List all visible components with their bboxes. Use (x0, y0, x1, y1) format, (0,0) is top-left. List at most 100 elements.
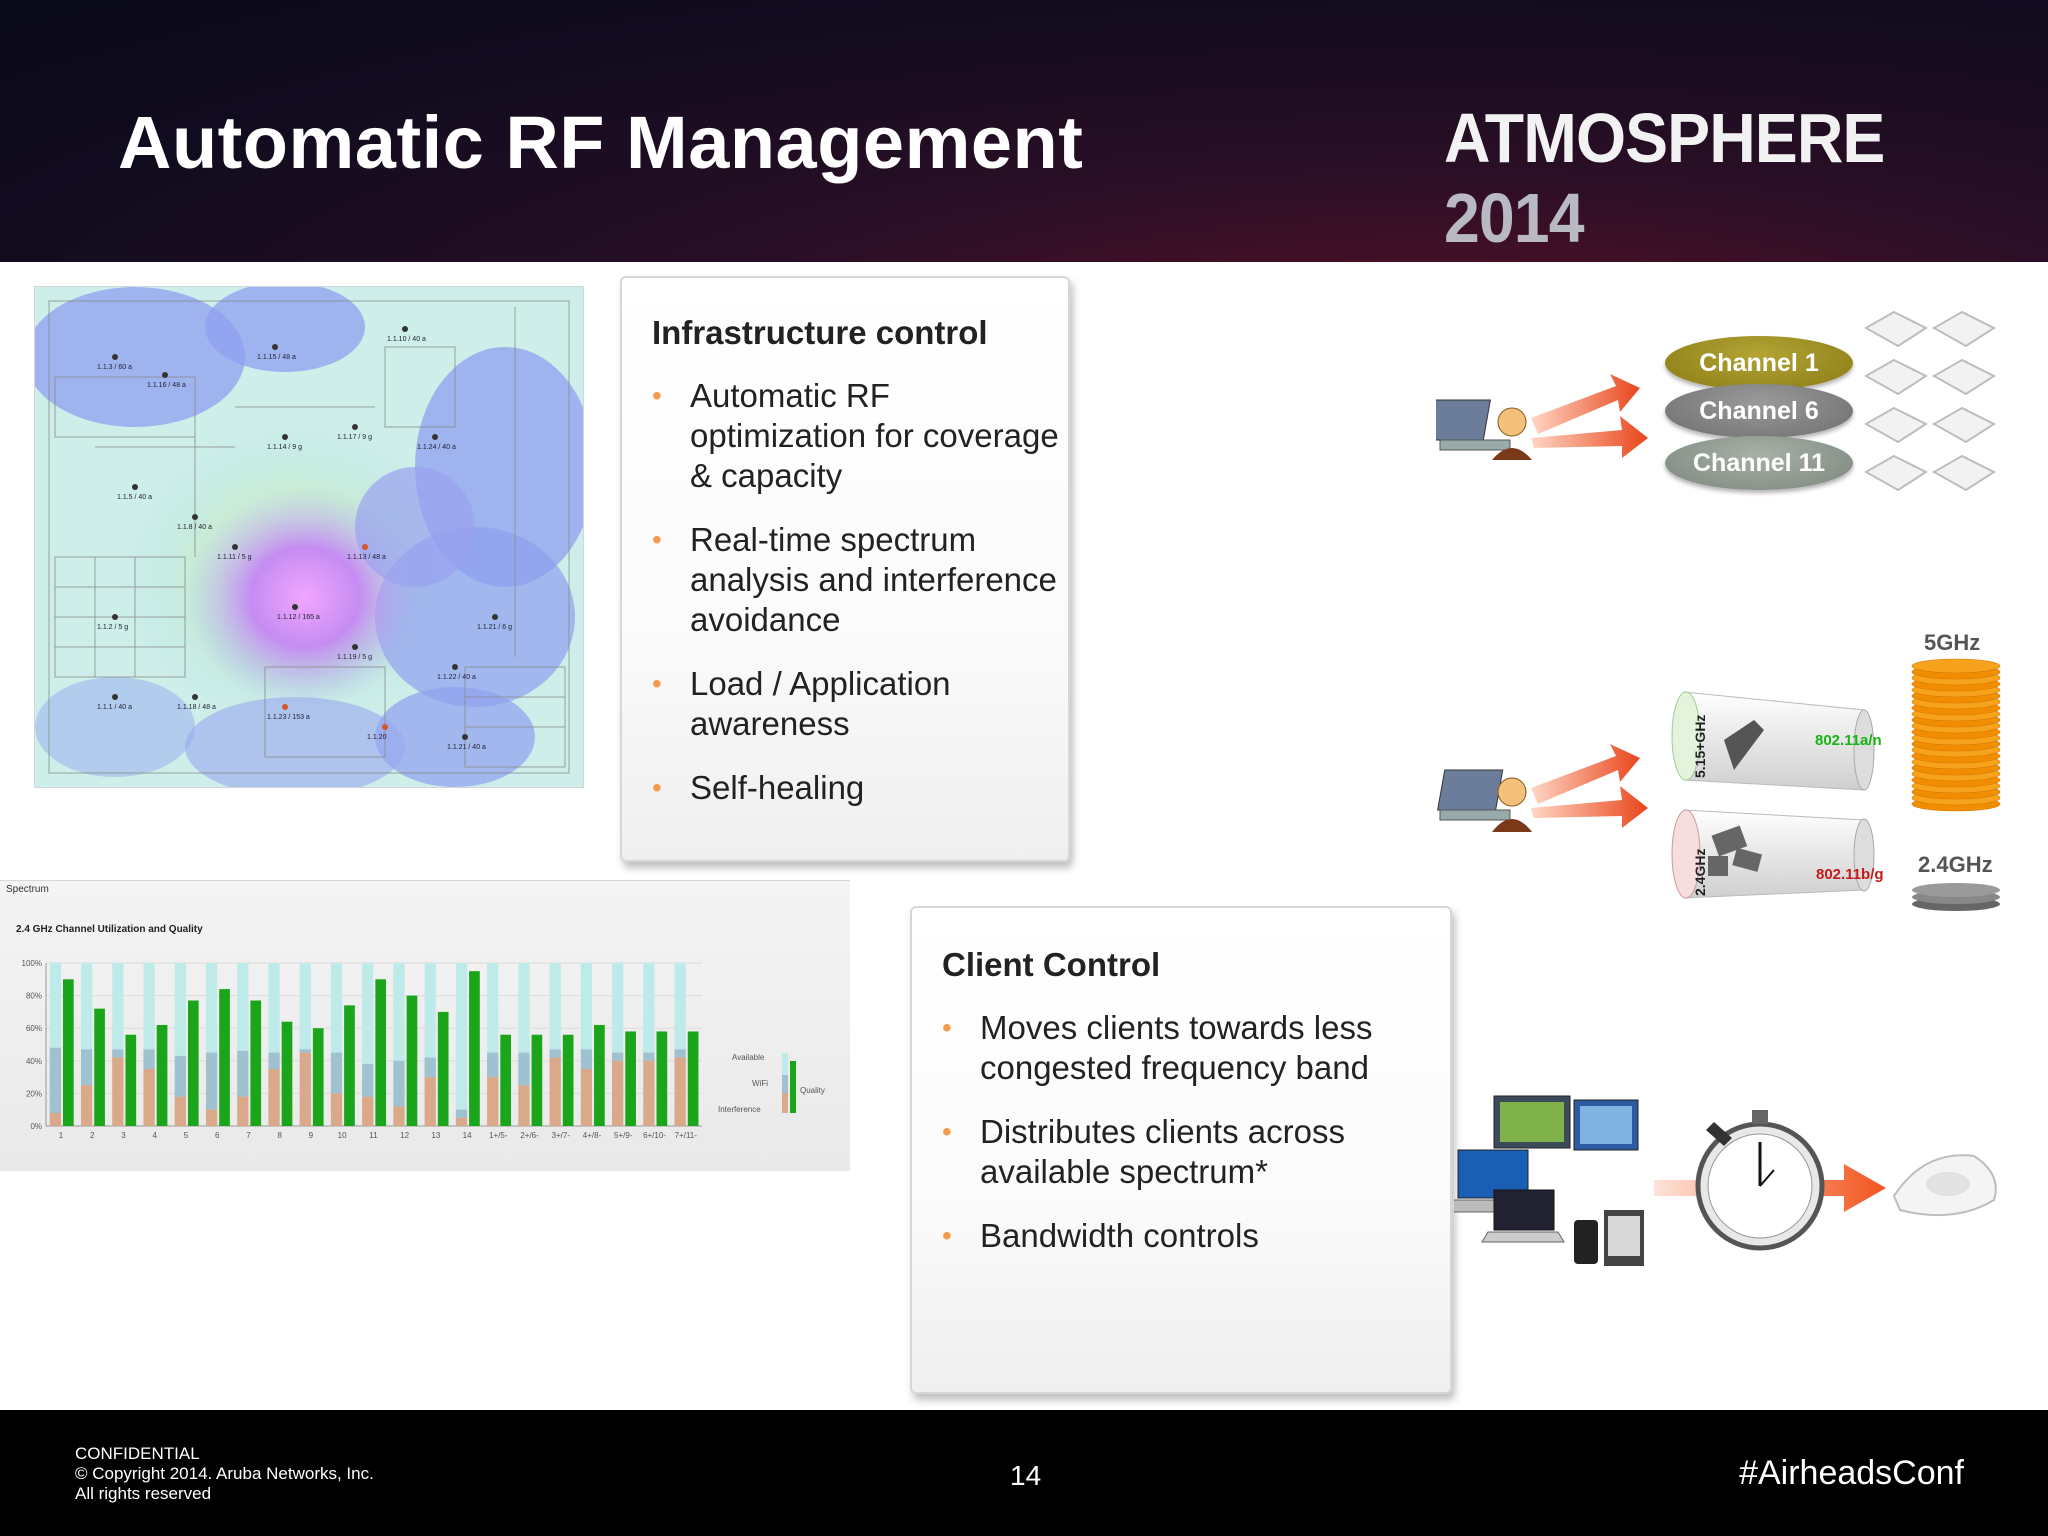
laptop-user-icon (1436, 399, 1532, 460)
bar-quality (500, 1034, 512, 1126)
bar-available (424, 963, 436, 1126)
access-point-marker: 1.1.3 / 60 a (97, 354, 132, 371)
access-point-label: 1.1.21 / 40 a (447, 744, 486, 751)
access-point-label: 1.1.17 / 9 g (337, 434, 372, 441)
infra-bullet-load-awareness: Load / Application awareness (652, 664, 1064, 744)
access-point-label: 1.1.19 / 5 g (337, 654, 372, 661)
access-point-marker: 1.1.10 / 40 a (387, 326, 426, 343)
x-tick-label: 3+/7- (552, 1131, 571, 1140)
x-tick-label: 6+/10- (643, 1131, 666, 1140)
y-tick-label: 60% (26, 1024, 42, 1033)
debris-icon (1724, 720, 1764, 770)
footer-copyright: © Copyright 2014. Aruba Networks, Inc. (75, 1464, 374, 1483)
access-point-label: 1.1.23 / 153 a (267, 714, 310, 721)
x-tick-label: 2 (90, 1131, 95, 1140)
channel-11-pill: Channel 11 (1665, 436, 1853, 490)
slide-footer: CONFIDENTIAL © Copyright 2014. Aruba Net… (0, 1410, 2048, 1536)
conference-hashtag: #AirheadsConf (1739, 1454, 1964, 1492)
bar-quality (312, 1028, 324, 1126)
bar-available (205, 963, 218, 1126)
access-point-markers: 1.1.10 / 40 a 1.1.15 / 48 a 1.1.16 / 48 a 1… (97, 326, 512, 751)
bar-available (362, 963, 374, 1126)
access-point-label: 1.1.5 / 40 a (117, 494, 152, 501)
bar-available (612, 963, 624, 1126)
access-point-marker: 1.1.20 (367, 724, 388, 741)
access-point-marker: 1.1.12 / 165 a (277, 604, 320, 621)
bar-wifi (80, 1049, 93, 1086)
bar-wifi (299, 1049, 311, 1053)
x-tick-label: 6 (215, 1131, 220, 1140)
bar-interference (205, 1109, 218, 1126)
5ghz-channel-stack-icon (1911, 658, 2001, 812)
heatmap-graphic: 1.1.10 / 40 a 1.1.15 / 48 a 1.1.16 / 48 a 1… (35, 287, 583, 787)
bar-wifi (487, 1052, 499, 1078)
bar-wifi (205, 1052, 218, 1110)
bar-wifi (580, 1049, 593, 1069)
access-point-marker: 1.1.1 / 40 a (97, 694, 132, 711)
bar-wifi (674, 1049, 686, 1058)
bar-interference (143, 1068, 155, 1126)
arrow-icon (1531, 786, 1648, 828)
bar-quality (469, 971, 480, 1126)
bar-available (330, 963, 343, 1126)
access-point-marker: 1.1.13 / 48 a (347, 544, 386, 561)
x-tick-label: 7+/11- (675, 1131, 698, 1140)
bar-available (518, 963, 530, 1126)
bar-interference (549, 1057, 561, 1126)
access-point-label: 1.1.18 / 48 a (177, 704, 216, 711)
x-tick-label: 13 (431, 1131, 440, 1140)
x-tick-label: 7 (246, 1131, 251, 1140)
bar-quality (62, 979, 74, 1126)
legend-wifi: WiFi (752, 1079, 768, 1088)
client-bullet-band-steering: Moves clients towards less congested fre… (942, 1008, 1442, 1088)
bar-quality (406, 995, 418, 1126)
access-point-marker: 1.1.21 / 6 g (477, 614, 512, 631)
bar-quality (219, 989, 230, 1126)
access-point-label: 1.1.12 / 165 a (277, 614, 320, 621)
bar-wifi (549, 1049, 561, 1058)
client-bullet-distribution: Distributes clients across available spe… (942, 1112, 1442, 1192)
footer-legal: CONFIDENTIAL © Copyright 2014. Aruba Net… (75, 1444, 374, 1504)
footer-rights: All rights reserved (75, 1484, 212, 1503)
bar-available (174, 963, 186, 1126)
x-tick-label: 10 (338, 1131, 347, 1140)
brand-logo: ATMOSPHERE 2014 (1444, 98, 2000, 258)
bar-available (674, 963, 686, 1126)
access-point-marker: 1.1.2 / 5 g (97, 614, 128, 631)
arrow-icon (1531, 416, 1648, 458)
client-control-list: Moves clients towards less congested fre… (942, 1008, 1442, 1256)
bar-interference (424, 1077, 436, 1126)
client-to-channel-graphic (1436, 374, 1648, 460)
band-tubes-graphic (1671, 691, 1875, 899)
x-tick-label: 9 (309, 1131, 314, 1140)
spectrum-tab[interactable]: Spectrum (6, 884, 49, 895)
bar-quality (250, 1000, 262, 1126)
bar-available (237, 963, 249, 1126)
bar-quality (344, 1005, 355, 1126)
bar-wifi (362, 1064, 374, 1097)
x-tick-label: 4+/8- (583, 1131, 602, 1140)
bar-wifi (330, 1052, 343, 1094)
24ghz-channel-stack-icon (1912, 883, 2000, 911)
bar-available (268, 963, 280, 1126)
slide-title: Automatic RF Management (118, 101, 1084, 184)
bar-wifi (49, 1047, 61, 1113)
bar-interference (330, 1093, 343, 1126)
infra-bullet-spectrum-analysis: Real-time spectrum analysis and interfer… (652, 520, 1064, 640)
brand-year: 2014 (1444, 179, 1585, 257)
access-point-label: 1.1.16 / 48 a (147, 382, 186, 389)
bar-wifi (268, 1052, 280, 1069)
bar-wifi (643, 1052, 655, 1061)
debris-icon (1708, 825, 1763, 876)
label-24ghz: 2.4GHz (1918, 852, 1993, 877)
access-point-marker: 1.1.14 / 9 g (267, 434, 302, 451)
page-number: 14 (1010, 1460, 1042, 1491)
spectrum-panel: Spectrum 2.4 GHz Channel Utilization and… (0, 880, 850, 1171)
x-tick-label: 3 (121, 1131, 126, 1140)
bar-interference (80, 1085, 93, 1126)
access-point-marker: 1.1.8 / 40 a (177, 514, 212, 531)
bar-available (580, 963, 593, 1126)
client-timing-graphic (1454, 1095, 1997, 1266)
access-point-marker: 1.1.15 / 48 a (257, 344, 296, 361)
x-tick-label: 8 (277, 1131, 282, 1140)
